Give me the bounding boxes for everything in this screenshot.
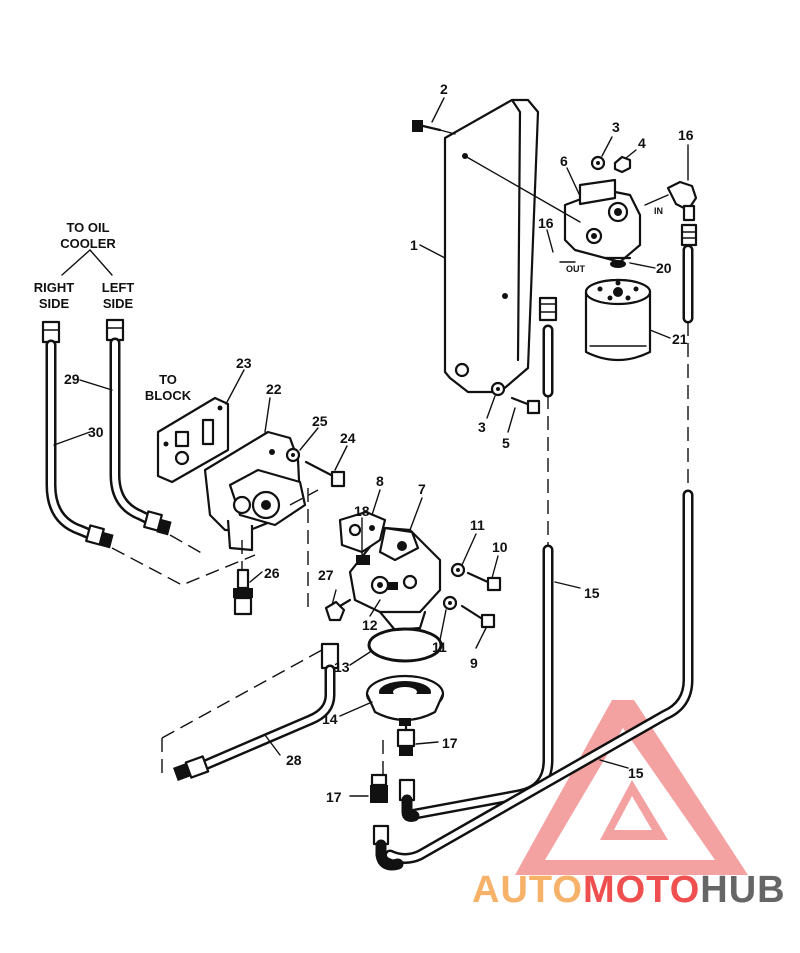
fitting-26 <box>233 568 253 616</box>
o-ring-13 <box>367 627 443 663</box>
elbow-fitting-in <box>666 180 698 247</box>
callout-6: 6 <box>560 153 568 169</box>
elbow-fitting-out <box>538 249 563 322</box>
watermark-text: AUTOMOTOHUB <box>472 869 786 911</box>
label-to-block-1: TO <box>159 372 177 387</box>
callout-10: 10 <box>492 539 508 555</box>
callout-16-lower: 16 <box>538 215 554 231</box>
bolt-5 <box>510 396 541 415</box>
gasket-23 <box>156 396 230 484</box>
callout-22: 22 <box>266 381 282 397</box>
mounting-bracket <box>443 98 540 394</box>
callout-30: 30 <box>88 424 104 440</box>
callout-21: 21 <box>672 331 688 347</box>
label-in: IN <box>654 206 663 216</box>
callout-14: 14 <box>322 711 338 727</box>
callout-11-upper: 11 <box>470 517 485 533</box>
callout-17-upper: 17 <box>442 735 458 751</box>
bolt-9 <box>460 604 496 629</box>
bolt-24 <box>304 460 346 488</box>
filter-adapter <box>563 178 642 264</box>
remote-filter-adapter <box>348 526 442 632</box>
callout-12: 12 <box>362 617 378 633</box>
label-left-side-1: LEFT <box>102 280 135 295</box>
callout-28: 28 <box>286 752 302 768</box>
bolt-2 <box>412 120 442 132</box>
callout-16-upper: 16 <box>678 127 694 143</box>
callout-13: 13 <box>334 659 350 675</box>
fitting-17-upper <box>396 720 416 756</box>
callout-25: 25 <box>312 413 328 429</box>
label-left-side-2: SIDE <box>103 296 134 311</box>
callout-18: 18 <box>354 503 370 519</box>
callout-26: 26 <box>264 565 280 581</box>
block-adapter-22 <box>203 430 307 552</box>
label-right-side-2: SIDE <box>39 296 70 311</box>
callout-17-lower: 17 <box>326 789 342 805</box>
callout-15-upper: 15 <box>584 585 600 601</box>
watermark-auto: AUTO <box>472 869 583 911</box>
fitting-18 <box>356 555 370 565</box>
callout-4: 4 <box>638 135 646 151</box>
callout-3-lower: 3 <box>478 419 486 435</box>
callout-1: 1 <box>410 237 418 253</box>
adapter-plate-14 <box>365 674 445 726</box>
filter-seal <box>610 260 626 268</box>
callout-5: 5 <box>502 435 510 451</box>
hose-30-right-side <box>41 320 114 549</box>
hose-15-in <box>384 244 694 864</box>
label-right-side-1: RIGHT <box>34 280 75 295</box>
oil-filter <box>584 278 652 362</box>
bolt-10 <box>466 571 502 592</box>
watermark-logo-icon <box>515 700 748 875</box>
nut-4 <box>613 155 632 174</box>
label-to-oil-cooler-2: COOLER <box>60 236 116 251</box>
fitting-27 <box>324 598 352 622</box>
callout-24: 24 <box>340 430 356 446</box>
leader-lines <box>53 97 689 797</box>
label-to-block-2: BLOCK <box>145 388 192 403</box>
callout-20: 20 <box>656 260 672 276</box>
callout-15-lower: 15 <box>628 765 644 781</box>
callout-3-upper: 3 <box>612 119 620 135</box>
fitting-17-lower <box>370 773 388 803</box>
callout-8: 8 <box>376 473 384 489</box>
callout-9: 9 <box>470 655 478 671</box>
callout-29: 29 <box>64 371 80 387</box>
callout-23: 23 <box>236 355 252 371</box>
plug-12 <box>388 582 398 590</box>
callout-27: 27 <box>318 567 334 583</box>
annotations: TO OIL COOLER RIGHT SIDE LEFT SIDE TO BL… <box>34 81 694 805</box>
watermark-moto: MOTO <box>583 869 700 911</box>
label-to-oil-cooler-1: TO OIL <box>66 220 109 235</box>
hose-29-left-side <box>105 318 172 536</box>
label-out: OUT <box>566 264 586 274</box>
watermark-hub: HUB <box>700 869 785 911</box>
hose-28 <box>173 642 340 781</box>
callout-2: 2 <box>440 81 448 97</box>
callout-7: 7 <box>418 481 426 497</box>
callout-11-lower: 11 <box>432 639 447 655</box>
